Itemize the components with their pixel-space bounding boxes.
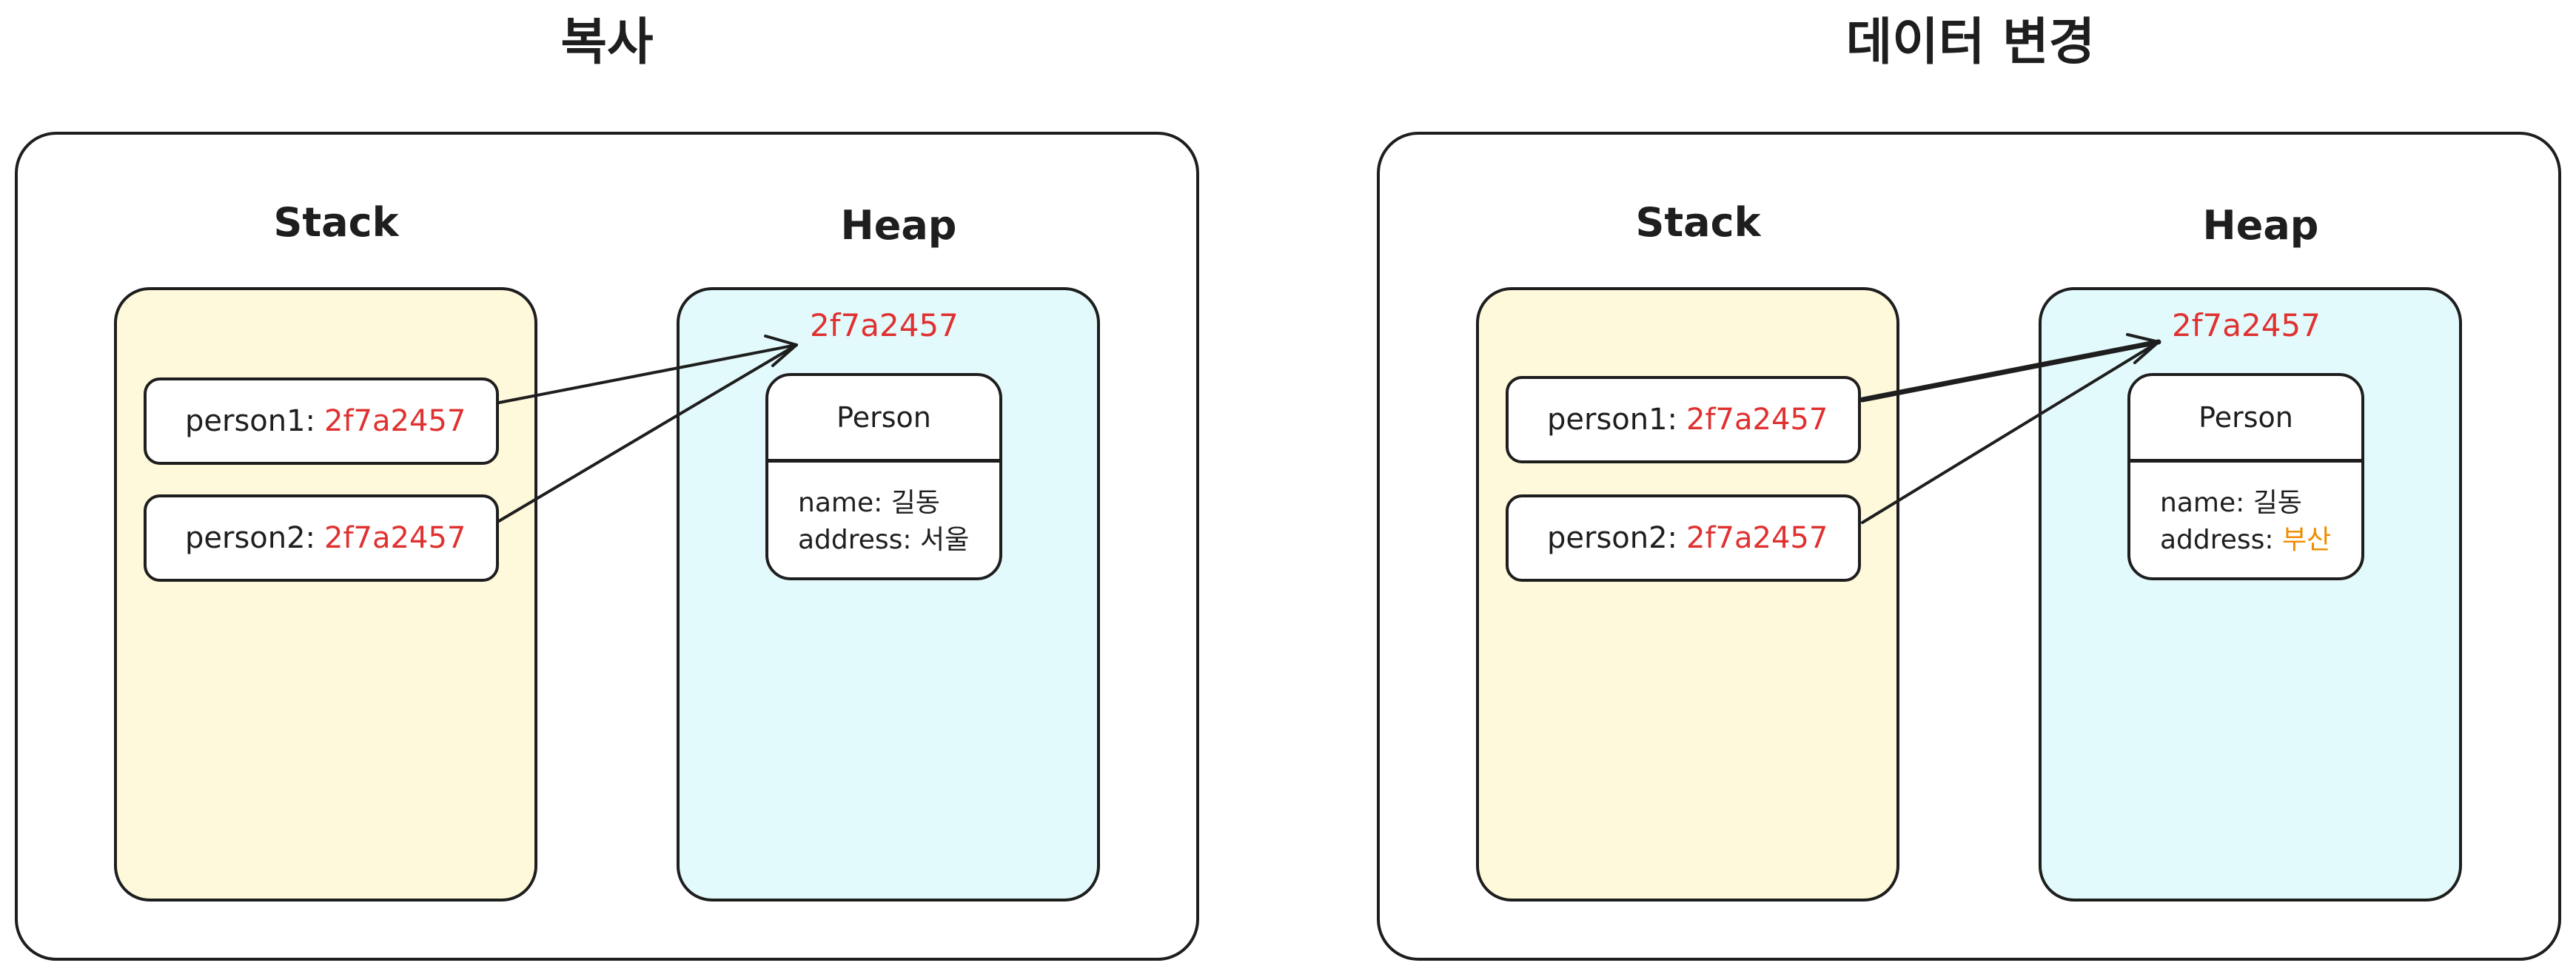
var-address: 2f7a2457 (324, 521, 466, 555)
field-address: address: 부산 (2160, 522, 2361, 559)
stack-var-person2: person2: 2f7a2457 (144, 494, 499, 582)
panel-1-title: 복사 (560, 13, 654, 72)
var-name: person1: (1547, 403, 1678, 437)
panel-2-title: 데이터 변경 (1845, 13, 2096, 72)
person-object: Person name: 길동 address: 부산 (2127, 373, 2364, 580)
var-name: person1: (185, 404, 316, 438)
field-key: address: (798, 525, 912, 555)
var-address: 2f7a2457 (1686, 521, 1828, 555)
field-value: 길동 (2253, 488, 2302, 518)
panel-1-frame: Stack Heap person1: 2f7a2457 person2: 2f… (15, 132, 1199, 961)
stack-label: Stack (273, 199, 399, 246)
stack-var-person1: person1: 2f7a2457 (144, 377, 499, 465)
field-value-changed: 부산 (2282, 525, 2332, 555)
var-name: person2: (1547, 521, 1678, 555)
heap-label: Heap (840, 202, 957, 249)
field-value: 서울 (920, 525, 970, 555)
field-address: address: 서울 (798, 522, 999, 559)
var-name: person2: (185, 521, 316, 555)
object-class-name: Person (768, 376, 999, 463)
heap-address: 2f7a2457 (2172, 307, 2321, 343)
heap-label: Heap (2202, 202, 2319, 249)
field-value: 길동 (890, 488, 940, 518)
object-class-name: Person (2130, 376, 2361, 463)
stack-label: Stack (1635, 199, 1761, 246)
object-fields: name: 길동 address: 서울 (768, 463, 999, 559)
field-name: name: 길동 (2160, 485, 2361, 522)
var-address: 2f7a2457 (1686, 403, 1828, 437)
stack-var-person1: person1: 2f7a2457 (1506, 376, 1861, 463)
field-key: address: (2160, 525, 2274, 555)
var-address: 2f7a2457 (324, 404, 466, 438)
person-object: Person name: 길동 address: 서울 (765, 373, 1002, 580)
heap-address: 2f7a2457 (810, 307, 959, 343)
stack-var-person2: person2: 2f7a2457 (1506, 494, 1861, 582)
field-name: name: 길동 (798, 485, 999, 522)
field-key: name: (2160, 488, 2245, 518)
object-fields: name: 길동 address: 부산 (2130, 463, 2361, 559)
field-key: name: (798, 488, 883, 518)
panel-2-frame: Stack Heap person1: 2f7a2457 person2: 2f… (1377, 132, 2561, 961)
